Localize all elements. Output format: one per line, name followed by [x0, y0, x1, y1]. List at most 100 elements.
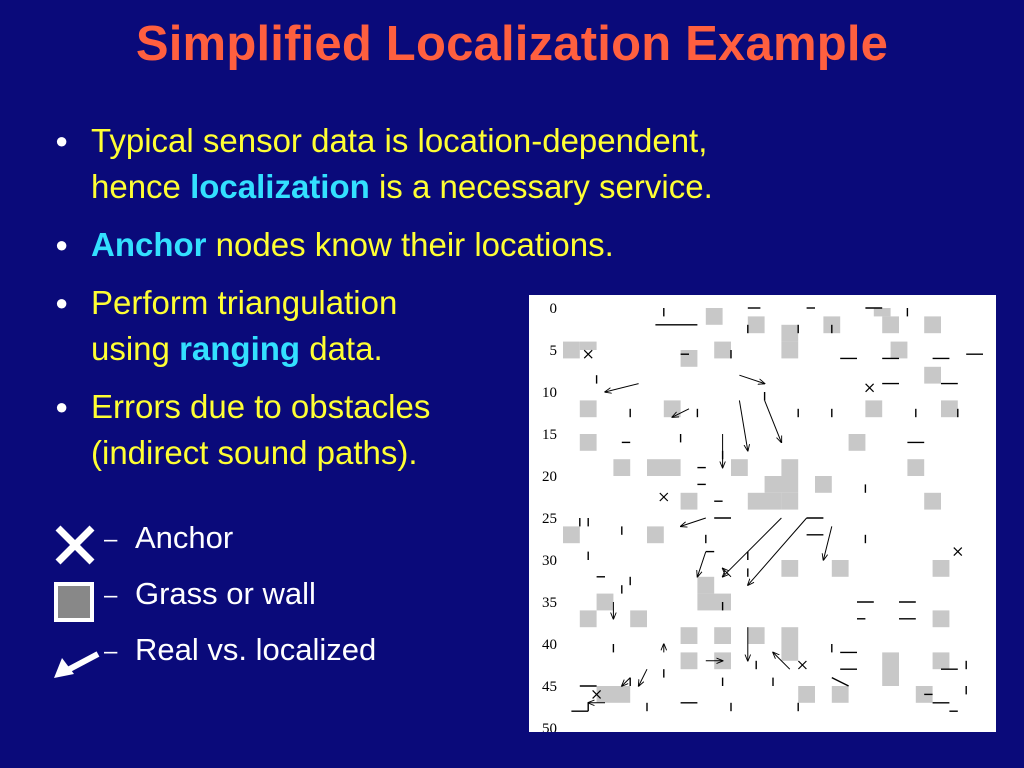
obstacle-cell	[781, 560, 799, 577]
obstacle-cell	[680, 350, 698, 367]
obstacle-cell	[882, 652, 899, 686]
obstacle-cell	[714, 341, 731, 359]
anchor-marker	[953, 547, 963, 557]
bullet-dot-icon: ●	[55, 232, 69, 257]
obstacle-cell	[596, 686, 631, 703]
bullet-highlight: Anchor	[91, 226, 207, 263]
obstacle-cell	[731, 459, 748, 476]
legend-item-arrow: – Real vs. localized	[52, 630, 452, 686]
y-tick-label: 40	[542, 637, 557, 653]
bullet-dot-icon: ●	[55, 394, 69, 419]
obstacle-cell	[865, 400, 883, 418]
obstacle-cell	[680, 627, 698, 644]
obstacle-cell	[647, 526, 664, 544]
obstacle-cell	[680, 492, 698, 510]
localization-arrow	[748, 517, 807, 585]
anchor-marker	[592, 689, 602, 699]
obstacle-cell	[563, 341, 580, 359]
y-tick-label: 5	[550, 343, 558, 359]
bullet-2: ● Anchor nodes know their locations.	[55, 222, 891, 268]
y-tick-label: 15	[542, 427, 557, 443]
bullet-text: hence	[91, 168, 191, 205]
obstacle-cell	[781, 341, 799, 359]
obstacle-cell	[823, 316, 841, 334]
legend-dash: –	[104, 582, 118, 609]
localization-arrow	[723, 568, 732, 578]
wall-segment	[831, 676, 849, 687]
localization-arrow	[681, 517, 706, 526]
bullet-4: ● Errors due to obstacles (indirect soun…	[55, 384, 535, 476]
obstacle-cell	[781, 459, 799, 476]
legend: – Anchor – Grass or wall – Real vs. loca…	[52, 518, 452, 686]
legend-label: Anchor	[135, 520, 234, 555]
bullet-text: Typical sensor data is location-dependen…	[91, 122, 708, 159]
bullet-3: ● Perform triangulation using ranging da…	[55, 280, 535, 372]
bullet-text: Perform triangulation	[91, 284, 398, 321]
anchor-marker	[797, 660, 807, 670]
localization-figure: 0510152025303540455005101520253035404550	[529, 295, 996, 732]
obstacle-cell	[747, 492, 782, 510]
localization-arrow	[773, 652, 791, 670]
obstacle-cell	[781, 644, 799, 661]
anchor-marker	[659, 492, 669, 502]
obstacle-cell	[882, 316, 899, 334]
obstacle-cell	[815, 476, 832, 493]
obstacle-cell	[747, 316, 765, 334]
bullet-dot-icon: ●	[55, 290, 69, 315]
bullet-list: ● Typical sensor data is location-depend…	[55, 118, 713, 488]
bullet-1: ● Typical sensor data is location-depend…	[55, 118, 891, 210]
obstacle-cell	[714, 627, 731, 644]
obstacle-cell	[924, 316, 941, 334]
y-tick-label: 30	[542, 553, 557, 569]
y-tick-label: 10	[542, 385, 557, 401]
anchor-marker	[583, 349, 593, 359]
localization-arrow	[823, 526, 833, 560]
y-tick-label: 35	[542, 595, 557, 611]
x-anchor-icon	[55, 525, 95, 565]
legend-dash: –	[104, 638, 118, 665]
obstacle-cell	[907, 459, 925, 476]
obstacle-cell	[630, 610, 647, 628]
localization-arrow	[622, 677, 631, 686]
obstacle-cell	[915, 686, 933, 703]
bullet-dot-icon: ●	[55, 128, 69, 153]
obstacle-cell	[932, 652, 950, 670]
localization-arrow	[639, 668, 648, 686]
obstacle-cell	[873, 308, 891, 317]
gray-square-icon	[54, 582, 94, 622]
obstacle-cell	[764, 476, 799, 493]
obstacle-cell	[781, 324, 799, 342]
bullet-text: using	[91, 330, 180, 367]
obstacle-cell	[697, 593, 731, 611]
obstacle-cell	[924, 366, 941, 384]
y-tick-label: 20	[542, 469, 557, 485]
localization-arrow	[738, 400, 747, 450]
legend-item-anchor: – Anchor	[52, 518, 452, 574]
localization-arrow	[764, 400, 782, 442]
bullet-text: Errors due to obstacles	[91, 388, 431, 425]
obstacle-cell	[781, 627, 799, 644]
y-tick-label: 25	[542, 511, 557, 527]
bullet-highlight: localization	[190, 168, 370, 205]
obstacle-cell	[932, 610, 950, 628]
obstacle-cell	[579, 434, 597, 451]
obstacle-cell	[579, 341, 597, 350]
obstacle-cell	[798, 686, 815, 703]
obstacle-cell	[680, 652, 698, 670]
obstacle-cell	[831, 686, 849, 703]
obstacle-cell	[647, 459, 681, 476]
obstacle-cell	[848, 434, 866, 451]
bullet-text: nodes know their locations.	[206, 226, 614, 263]
obstacle-cell	[596, 593, 614, 611]
localization-arrow	[672, 408, 690, 417]
obstacle-cell	[781, 492, 799, 510]
bullet-highlight: ranging	[179, 330, 301, 367]
localization-grid: 0510152025303540455005101520253035404550	[542, 301, 983, 732]
obstacle-cell	[932, 560, 950, 577]
obstacle-cell	[890, 341, 908, 359]
legend-dash: –	[104, 526, 118, 553]
localization-arrow	[605, 383, 639, 392]
obstacle-cell	[924, 492, 941, 510]
obstacle-cell	[831, 560, 849, 577]
y-tick-label: 50	[542, 721, 557, 732]
